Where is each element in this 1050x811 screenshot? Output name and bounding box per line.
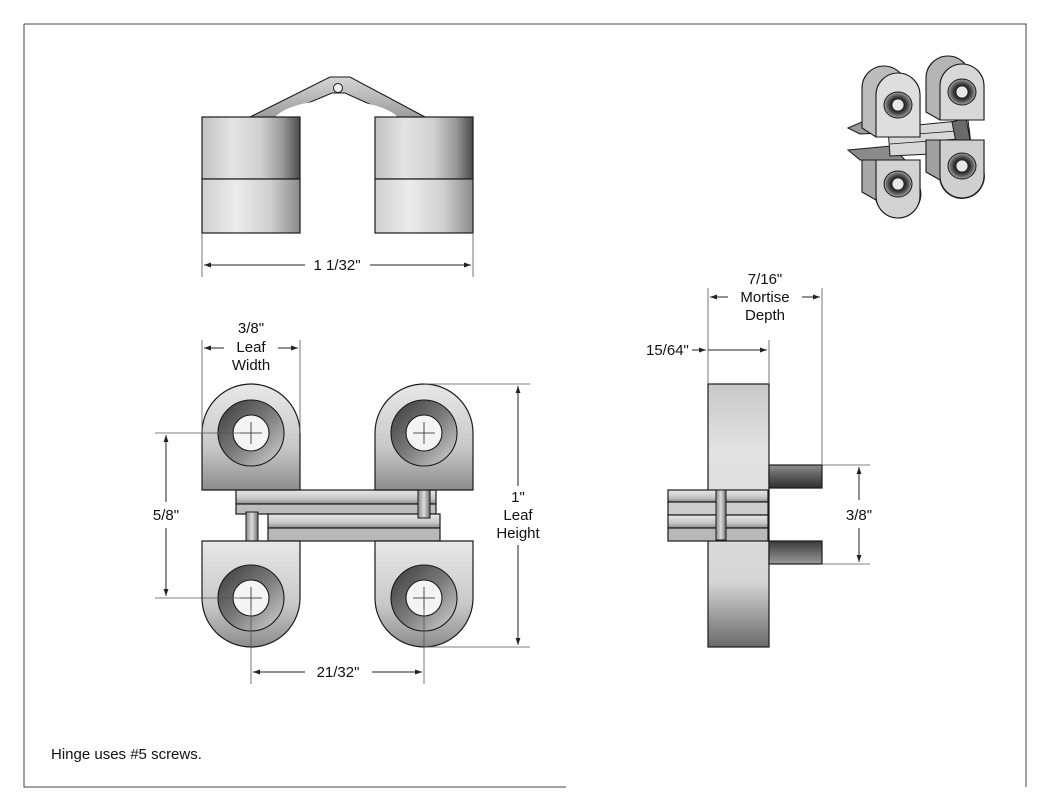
top-view bbox=[201, 76, 474, 234]
screw-note: Hinge uses #5 screws. bbox=[51, 746, 202, 763]
leaf-height-line2: Height bbox=[496, 525, 540, 542]
leaf-width-line2: Width bbox=[232, 357, 270, 374]
hole-spacing-horizontal-label: 21/32" bbox=[317, 664, 360, 681]
side-view bbox=[667, 383, 823, 648]
top-view-right-barrel bbox=[374, 116, 474, 180]
side-view-tab-upper bbox=[768, 464, 823, 489]
front-pin-lower bbox=[245, 511, 259, 545]
front-view bbox=[201, 383, 474, 648]
mortise-depth-value: 7/16" bbox=[748, 271, 783, 288]
leaf-width-line1: Leaf bbox=[236, 339, 266, 356]
top-view-left-barrel bbox=[201, 116, 301, 180]
side-view-tab-lower bbox=[768, 540, 823, 565]
side-body-height-label: 3/8" bbox=[846, 507, 872, 524]
drawing-frame bbox=[23, 23, 1027, 788]
mortise-depth-line1: Mortise bbox=[740, 289, 789, 306]
isometric-view bbox=[846, 55, 985, 219]
offset-label: 15/64" bbox=[646, 342, 689, 359]
leaf-width-value: 3/8" bbox=[238, 320, 264, 337]
mortise-depth-line2: Depth bbox=[745, 307, 785, 324]
leaf-height-value: 1" bbox=[511, 489, 525, 506]
top-view-pivot-pin bbox=[333, 83, 343, 93]
overall-width-label: 1 1/32" bbox=[313, 257, 360, 274]
front-pin-upper bbox=[417, 487, 431, 519]
hole-spacing-vertical-label: 5/8" bbox=[153, 507, 179, 524]
leaf-height-line1: Leaf bbox=[503, 507, 533, 524]
